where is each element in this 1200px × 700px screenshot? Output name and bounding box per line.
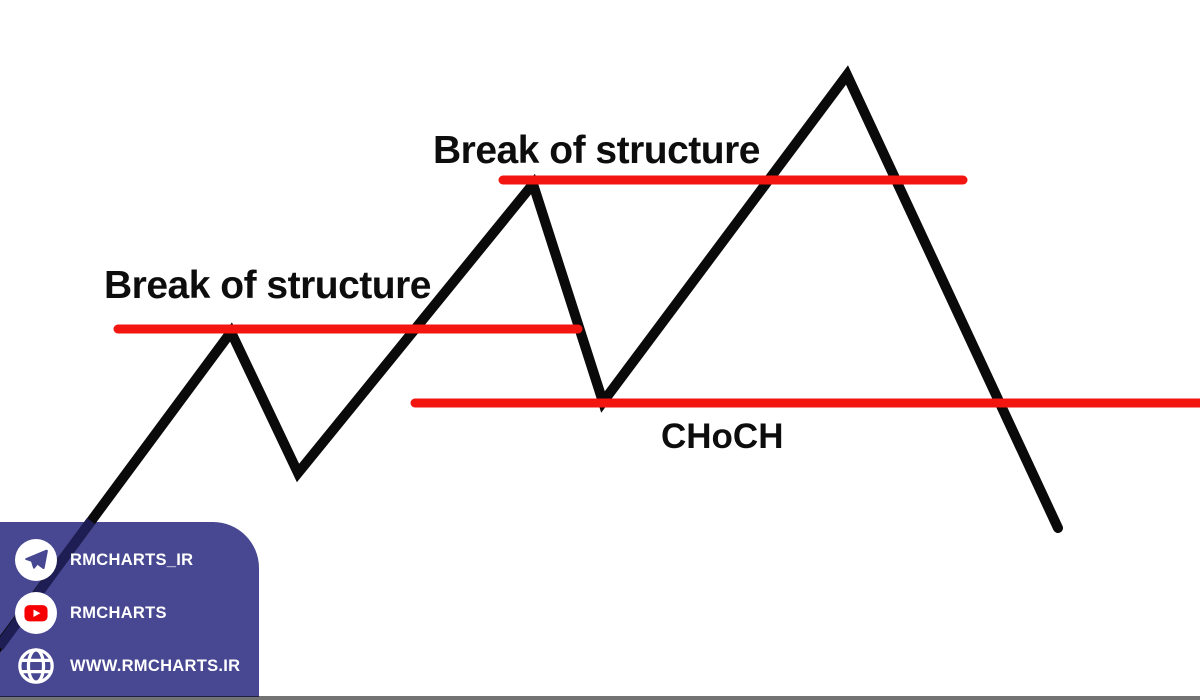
price-line-over-panel	[0, 518, 96, 650]
youtube-handle: RMCHARTS	[70, 603, 167, 622]
youtube-icon	[15, 592, 57, 634]
social-item-telegram: RMCHARTS_IR	[15, 539, 259, 581]
bottom-strip	[0, 696, 1200, 700]
telegram-handle: RMCHARTS_IR	[70, 550, 194, 569]
telegram-plane-glyph	[25, 549, 48, 570]
globe-icon	[15, 645, 57, 687]
youtube-play-glyph	[24, 605, 48, 622]
social-item-website: WWW.RMCHARTS.IR	[15, 645, 259, 687]
telegram-icon	[15, 539, 57, 581]
globe-glyph	[18, 648, 54, 684]
bos-upper-label: Break of structure	[433, 129, 760, 172]
website-url: WWW.RMCHARTS.IR	[70, 656, 241, 675]
choch-label: CHoCH	[661, 417, 784, 456]
bos-lower-label: Break of structure	[104, 264, 431, 307]
social-item-youtube: RMCHARTS	[15, 592, 259, 634]
social-panel: RMCHARTS_IR RMCHARTS WWW.RMCHARTS.IR	[0, 522, 259, 697]
